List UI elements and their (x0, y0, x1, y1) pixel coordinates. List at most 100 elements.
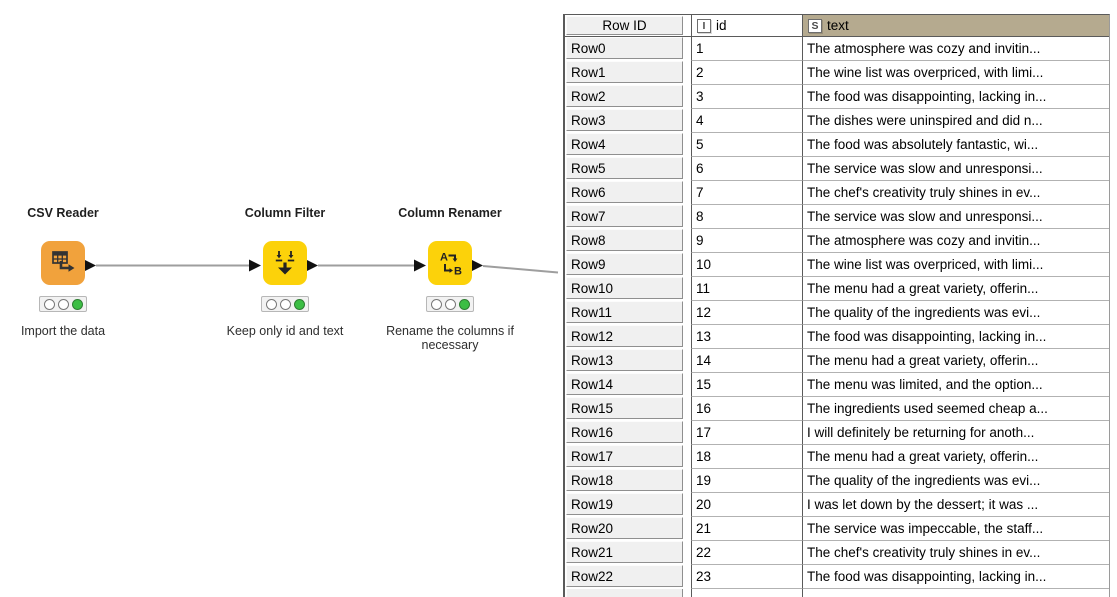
table-row[interactable]: Row11 12 The quality of the ingredients … (565, 301, 1109, 325)
table-row[interactable]: Row4 5 The food was absolutely fantastic… (565, 133, 1109, 157)
workflow-node-column-renamer[interactable]: Column Renamer A B Rename the columns if… (365, 204, 535, 352)
row-id-cell[interactable]: Row15 (565, 397, 691, 421)
id-cell[interactable]: 8 (691, 205, 802, 229)
id-cell[interactable]: 22 (691, 541, 802, 565)
row-id-cell[interactable]: Row22 (565, 565, 691, 589)
text-cell[interactable]: The wine list was overpriced, with limi.… (802, 253, 1109, 277)
workflow-node-column-filter[interactable]: Column Filter Keep only id and te (200, 204, 370, 338)
row-id-cell[interactable]: Row5 (565, 157, 691, 181)
id-cell[interactable]: 10 (691, 253, 802, 277)
table-row[interactable]: Row22 23 The food was disappointing, lac… (565, 565, 1109, 589)
text-cell[interactable]: The food was disappointing, lacking in..… (802, 565, 1109, 589)
table-row[interactable]: Row9 10 The wine list was overpriced, wi… (565, 253, 1109, 277)
table-row[interactable]: Row20 21 The service was impeccable, the… (565, 517, 1109, 541)
text-cell[interactable]: The atmosphere was cozy and invitin... (802, 229, 1109, 253)
table-row[interactable]: Row16 17 I will definitely be returning … (565, 421, 1109, 445)
row-id-cell[interactable]: Row12 (565, 325, 691, 349)
id-cell[interactable]: 11 (691, 277, 802, 301)
column-header-rowid[interactable]: Row ID (565, 15, 691, 36)
row-id-cell[interactable]: Row11 (565, 301, 691, 325)
id-cell[interactable]: 13 (691, 325, 802, 349)
table-row[interactable]: Row3 4 The dishes were uninspired and di… (565, 109, 1109, 133)
row-id-cell[interactable]: Row14 (565, 373, 691, 397)
text-cell[interactable]: The wine list was overpriced, with limi.… (802, 61, 1109, 85)
id-cell[interactable]: 19 (691, 469, 802, 493)
table-row[interactable]: Row21 22 The chef's creativity truly shi… (565, 541, 1109, 565)
text-cell[interactable]: The dishes were uninspired and did n... (802, 109, 1109, 133)
id-cell[interactable]: 17 (691, 421, 802, 445)
table-row[interactable]: Row8 9 The atmosphere was cozy and invit… (565, 229, 1109, 253)
table-row[interactable]: Row13 14 The menu had a great variety, o… (565, 349, 1109, 373)
text-cell[interactable]: The chef's creativity truly shines in ev… (802, 541, 1109, 565)
text-cell[interactable]: The chef's creativity truly shines in ev… (802, 181, 1109, 205)
table-row[interactable]: Row2 3 The food was disappointing, lacki… (565, 85, 1109, 109)
table-row[interactable]: Row1 2 The wine list was overpriced, wit… (565, 61, 1109, 85)
row-id-cell[interactable]: Row18 (565, 469, 691, 493)
row-id-cell[interactable]: Row20 (565, 517, 691, 541)
text-cell[interactable]: The quality of the ingredients was evi..… (802, 469, 1109, 493)
id-cell[interactable]: 9 (691, 229, 802, 253)
table-row[interactable]: Row7 8 The service was slow and unrespon… (565, 205, 1109, 229)
text-cell[interactable]: The menu had a great variety, offerin... (802, 445, 1109, 469)
table-row[interactable]: Row18 19 The quality of the ingredients … (565, 469, 1109, 493)
text-cell[interactable]: The service was slow and unresponsi... (802, 157, 1109, 181)
id-cell[interactable]: 15 (691, 373, 802, 397)
table-row[interactable]: Row15 16 The ingredients used seemed che… (565, 397, 1109, 421)
table-row[interactable]: Row6 7 The chef's creativity truly shine… (565, 181, 1109, 205)
row-id-cell[interactable]: Row1 (565, 61, 691, 85)
row-id-cell[interactable]: Row8 (565, 229, 691, 253)
table-row[interactable]: Row12 13 The food was disappointing, lac… (565, 325, 1109, 349)
workflow-canvas[interactable]: CSV Reader Import the data (0, 0, 563, 597)
id-cell[interactable]: 12 (691, 301, 802, 325)
row-id-cell[interactable]: Row0 (565, 37, 691, 61)
row-id-cell[interactable]: Row19 (565, 493, 691, 517)
id-cell[interactable]: 5 (691, 133, 802, 157)
id-cell[interactable]: 3 (691, 85, 802, 109)
id-cell[interactable]: 2 (691, 61, 802, 85)
text-cell[interactable]: The menu was limited, and the option... (802, 373, 1109, 397)
id-cell[interactable]: 6 (691, 157, 802, 181)
row-id-cell[interactable]: Row3 (565, 109, 691, 133)
text-cell[interactable]: The food was absolutely fantastic, wi... (802, 133, 1109, 157)
workflow-node-csv-reader[interactable]: CSV Reader Import the data (0, 204, 148, 338)
row-id-cell[interactable]: Row21 (565, 541, 691, 565)
id-cell[interactable]: 4 (691, 109, 802, 133)
row-id-cell[interactable]: Row6 (565, 181, 691, 205)
text-cell[interactable]: The food was disappointing, lacking in..… (802, 325, 1109, 349)
row-id-cell[interactable]: Row7 (565, 205, 691, 229)
id-cell[interactable]: 23 (691, 565, 802, 589)
id-cell[interactable]: 14 (691, 349, 802, 373)
row-id-cell[interactable]: Row4 (565, 133, 691, 157)
text-cell[interactable]: The quality of the ingredients was evi..… (802, 301, 1109, 325)
id-cell[interactable]: 7 (691, 181, 802, 205)
id-cell[interactable]: 16 (691, 397, 802, 421)
column-header-id[interactable]: I id (691, 15, 802, 36)
table-row[interactable]: Row0 1 The atmosphere was cozy and invit… (565, 37, 1109, 61)
row-id-cell[interactable]: Row17 (565, 445, 691, 469)
row-id-cell[interactable]: Row9 (565, 253, 691, 277)
id-cell[interactable]: 21 (691, 517, 802, 541)
row-id-cell[interactable]: Row2 (565, 85, 691, 109)
text-cell[interactable]: The ingredients used seemed cheap a... (802, 397, 1109, 421)
table-row[interactable]: Row5 6 The service was slow and unrespon… (565, 157, 1109, 181)
id-cell[interactable]: 18 (691, 445, 802, 469)
id-cell[interactable]: 20 (691, 493, 802, 517)
text-cell[interactable]: The service was impeccable, the staff... (802, 517, 1109, 541)
row-id-cell[interactable]: Row13 (565, 349, 691, 373)
text-cell[interactable]: The menu had a great variety, offerin... (802, 277, 1109, 301)
column-renamer-icon[interactable]: A B (428, 241, 472, 285)
rowid-header-button[interactable]: Row ID (566, 16, 683, 35)
text-cell[interactable]: The food was disappointing, lacking in..… (802, 85, 1109, 109)
text-cell[interactable]: I was let down by the dessert; it was ..… (802, 493, 1109, 517)
column-filter-icon[interactable] (263, 241, 307, 285)
id-cell[interactable]: 1 (691, 37, 802, 61)
text-cell[interactable]: The service was slow and unresponsi... (802, 205, 1109, 229)
csv-reader-icon[interactable] (41, 241, 85, 285)
text-cell[interactable]: I will definitely be returning for anoth… (802, 421, 1109, 445)
column-header-text[interactable]: S text (802, 15, 1109, 36)
table-row[interactable]: Row14 15 The menu was limited, and the o… (565, 373, 1109, 397)
table-row[interactable]: Row19 20 I was let down by the dessert; … (565, 493, 1109, 517)
table-row[interactable]: Row10 11 The menu had a great variety, o… (565, 277, 1109, 301)
table-row[interactable]: Row17 18 The menu had a great variety, o… (565, 445, 1109, 469)
text-cell[interactable]: The menu had a great variety, offerin... (802, 349, 1109, 373)
